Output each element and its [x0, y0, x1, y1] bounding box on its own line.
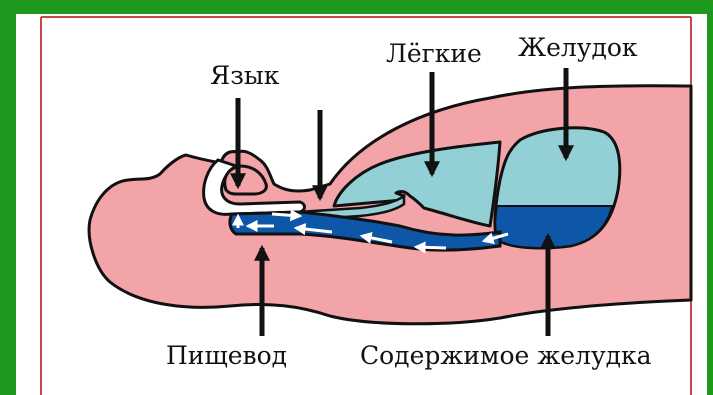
- label-stomach-contents: Содержимое желудка: [360, 341, 652, 370]
- label-tongue: Язык: [210, 61, 280, 90]
- label-stomach: Желудок: [518, 33, 638, 62]
- reflux-arrow-2: [416, 247, 446, 248]
- aspiration-arrow: [272, 214, 300, 216]
- label-esophagus: Пищевод: [166, 341, 287, 370]
- label-lungs: Лёгкие: [386, 39, 482, 68]
